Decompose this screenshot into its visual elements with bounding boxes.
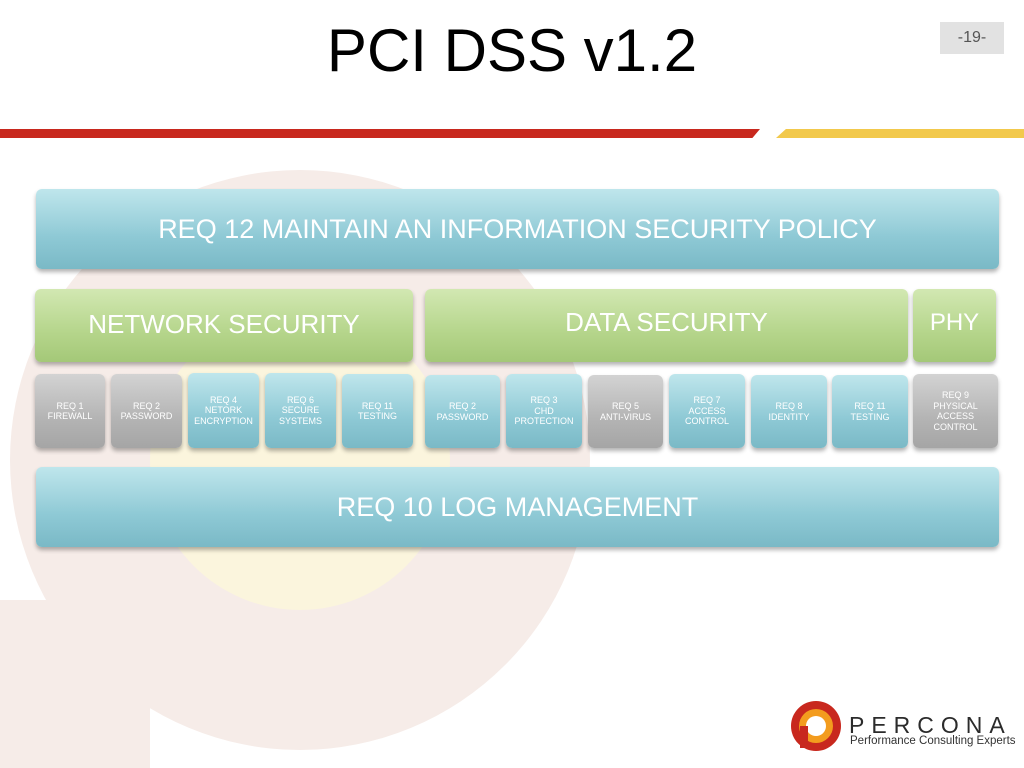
requirement-line: CONTROL <box>684 416 729 427</box>
requirement-line: REQ 11 <box>361 400 394 411</box>
network-security-header: NETWORK SECURITY <box>35 289 413 362</box>
percona-p-icon <box>791 701 841 751</box>
requirement-line: PROTECTION <box>514 416 574 427</box>
requirement-line: NETORK <box>204 405 243 416</box>
percona-logo <box>791 701 841 751</box>
requirement-line: REQ 1 <box>56 400 84 411</box>
requirement-line: TESTING <box>850 411 890 422</box>
requirement-line: REQ 8 <box>775 401 803 411</box>
requirement-line: REQ 5 <box>611 401 639 411</box>
requirement-line: REQ 4 <box>209 394 237 405</box>
logo-wordmark: PERCONA <box>849 712 1012 738</box>
logo-tagline: Performance Consulting Experts <box>850 735 1016 747</box>
requirement-line: REQ 11 <box>854 401 886 411</box>
requirement-line: PASSWORD <box>436 411 489 422</box>
requirement-line: TESTING <box>357 411 397 421</box>
data-security-header: DATA SECURITY <box>425 289 908 362</box>
requirement-line: FIREWALL <box>47 411 93 421</box>
requirement-line: REQ 6 <box>286 394 314 405</box>
requirement-line: PHYSICAL <box>933 400 978 411</box>
requirement-line: REQ 9 <box>941 390 969 400</box>
requirement-line: ENCRYPTION <box>194 415 253 426</box>
requirement-line: ANTI-VIRUS <box>599 411 651 422</box>
requirement-line: SYSTEMS <box>278 415 322 426</box>
requirement-line: CONTROL <box>933 421 978 432</box>
physical-security-header: PHY <box>913 289 996 362</box>
red-divider-stripe <box>0 129 760 138</box>
requirement-line: REQ 2 <box>448 401 476 411</box>
slide-title: PCI DSS v1.2 <box>326 17 698 84</box>
requirement-line: REQ 3 <box>530 395 558 406</box>
gold-divider-stripe <box>776 129 1024 138</box>
requirement-line: IDENTITY <box>768 411 810 422</box>
policy-band: REQ 12 MAINTAIN AN INFORMATION SECURITY … <box>36 189 999 269</box>
log-management-band: REQ 10 LOG MANAGEMENT <box>36 467 999 547</box>
requirement-line: REQ 2 <box>132 400 160 411</box>
requirement-line: CHD <box>534 405 554 416</box>
requirement-line: ACCESS <box>936 411 974 421</box>
page-number: -19- <box>940 22 1004 54</box>
requirement-line: PASSWORD <box>120 411 173 421</box>
requirement-line: ACCESS <box>688 405 726 416</box>
requirement-line: SECURE <box>281 405 320 416</box>
requirement-line: REQ 7 <box>693 395 721 406</box>
